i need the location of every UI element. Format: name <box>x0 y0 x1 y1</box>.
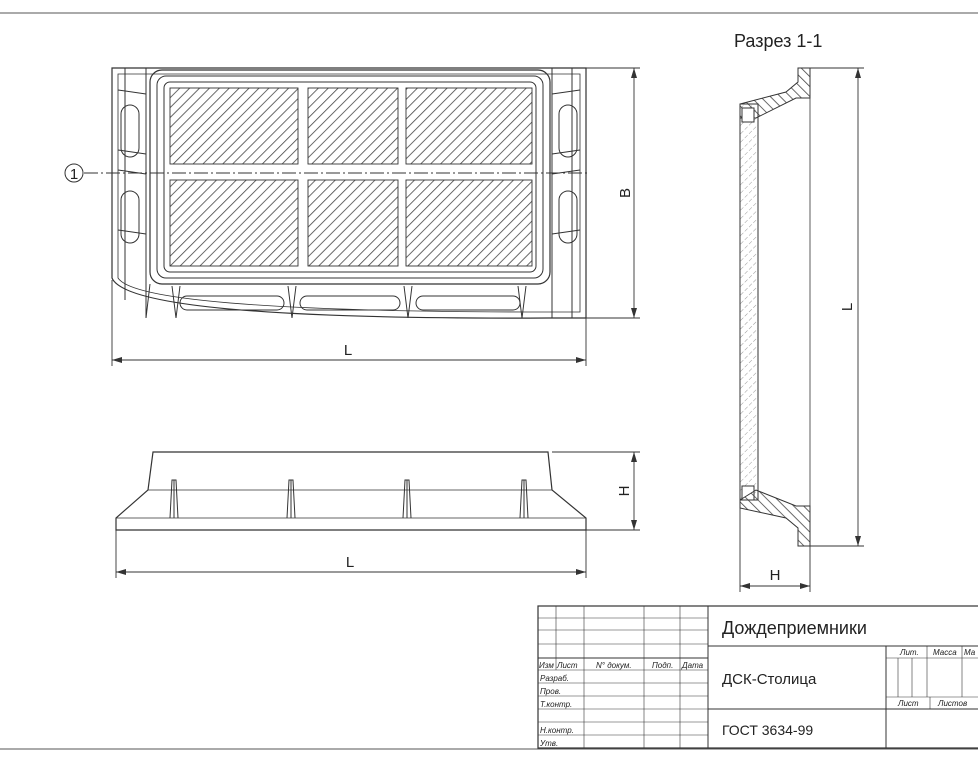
plan-dim-l-label: L <box>344 342 352 359</box>
tb-col-doc: N° докум. <box>596 661 632 670</box>
section-callout-number: 1 <box>70 166 78 183</box>
tb-row-razrab: Разраб. <box>540 674 569 683</box>
tb-right-list: Лист <box>897 699 919 708</box>
tb-row-utv: Утв. <box>539 739 558 748</box>
tb-col-list: Лист <box>556 661 578 670</box>
tb-right-lit: Лит. <box>899 648 919 657</box>
section-callout-circle <box>64 163 84 183</box>
tb-name: Дождеприемники <box>722 618 867 638</box>
tb-right-mashtab: Ма <box>964 648 976 657</box>
front-dim-h <box>552 451 640 531</box>
front-dim-l-label: L <box>346 554 354 571</box>
plan-dim-b-label: B <box>617 188 634 198</box>
tb-col-date: Дата <box>681 661 704 670</box>
section-dim-h <box>739 508 811 592</box>
section-title: Разрез 1-1 <box>734 31 822 51</box>
plan-dim-b <box>586 67 640 319</box>
tb-row-tkontr: Т.контр. <box>540 700 572 709</box>
tb-row-nkontr: Н.контр. <box>540 726 574 735</box>
tb-standard: ГОСТ 3634-99 <box>722 722 813 738</box>
front-view <box>115 451 587 531</box>
front-dim-l <box>115 530 587 578</box>
section-view <box>739 67 811 547</box>
plan-dim-l <box>111 280 587 366</box>
tb-company: ДСК-Столица <box>722 671 817 688</box>
section-dim-l <box>810 67 864 547</box>
tb-col-izm: Изм <box>539 661 554 670</box>
title-block <box>537 605 978 749</box>
tb-row-prov: Пров. <box>540 687 561 696</box>
section-dim-h-label: H <box>770 567 781 584</box>
tb-right-listov: Листов <box>937 699 967 708</box>
tb-right-massa: Масса <box>933 648 957 657</box>
section-dim-l-label: L <box>839 303 856 311</box>
tb-col-sign: Подп. <box>652 661 673 670</box>
plan-view <box>111 67 587 319</box>
front-dim-h-label: H <box>616 486 633 497</box>
